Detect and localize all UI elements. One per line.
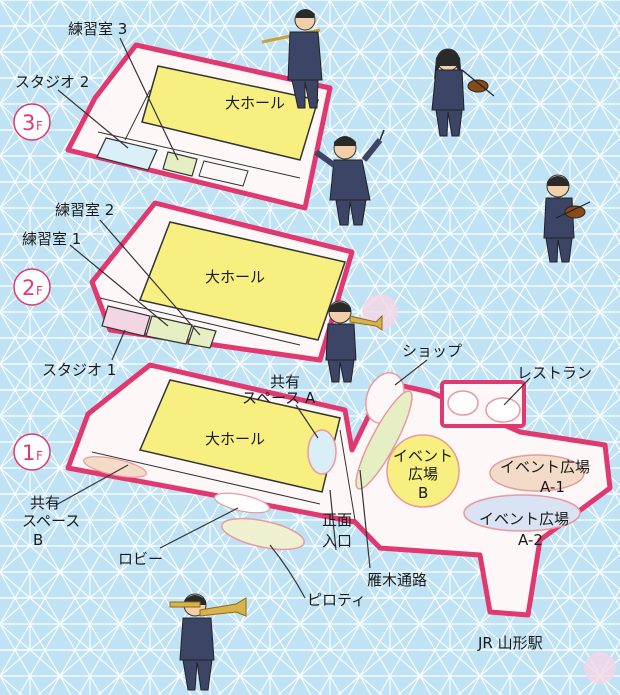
studio-1-label: スタジオ 1 xyxy=(42,361,116,379)
shared-space-b-label-1: 共有 xyxy=(30,494,60,512)
event-plaza-a2-label-1: イベント広場 xyxy=(479,510,569,528)
floor-1f-badge xyxy=(13,433,51,471)
floor-3f-number: 3 xyxy=(22,111,35,135)
floor-1f-number: 1 xyxy=(22,441,35,465)
studio-1-room[interactable] xyxy=(101,305,151,337)
hall-1f[interactable] xyxy=(138,379,341,493)
event-plaza-a1-area[interactable] xyxy=(489,454,585,492)
main-entrance-label-2: 入口 xyxy=(322,532,352,550)
piloti-label: ピロティ xyxy=(307,591,366,609)
musician-violinist-2 xyxy=(543,174,591,263)
floor-3f-suffix: F xyxy=(36,119,43,133)
shared-space-a-label-2: スペース A xyxy=(242,389,316,407)
musician-trombonist xyxy=(169,593,247,691)
gangi-passage-area[interactable] xyxy=(348,386,421,494)
lobby-label: ロビー xyxy=(118,550,163,568)
event-plaza-b-area[interactable] xyxy=(386,434,460,508)
floor-1f: 大ホール 1 F xyxy=(13,362,613,618)
hall-1f-label: 大ホール xyxy=(205,430,265,448)
leader-lines xyxy=(55,37,531,599)
practice-room-1-room[interactable] xyxy=(145,315,193,345)
musician-flutist xyxy=(261,9,323,109)
restaurant-label: レストラン xyxy=(517,364,592,382)
trombone-icon xyxy=(199,597,247,617)
practice-room-2-label: 練習室 2 xyxy=(55,201,114,219)
lobby-area[interactable] xyxy=(213,489,271,516)
event-plaza-a1-label-2: A-1 xyxy=(540,478,565,496)
event-plaza-a1-label-1: イベント広場 xyxy=(500,458,590,476)
floor-3f: 大ホール 3 F xyxy=(13,42,333,211)
shared-space-a-area[interactable] xyxy=(307,429,337,475)
floor-2f-badge xyxy=(13,268,51,306)
practice-room-2-room[interactable] xyxy=(187,325,217,349)
musician-conductor xyxy=(314,129,385,226)
floor-2f-suffix: F xyxy=(36,284,43,298)
practice-room-3-label: 練習室 3 xyxy=(68,20,127,38)
shared-space-b-label-3: B xyxy=(33,531,43,549)
main-entrance-label-1: 正面 xyxy=(322,511,352,529)
studio-2-label: スタジオ 2 xyxy=(15,73,89,91)
event-plaza-b-label-2: 広場 xyxy=(408,465,438,483)
floor-1f-suffix: F xyxy=(36,449,43,463)
violin-icon xyxy=(467,79,489,93)
floor-2f-number: 2 xyxy=(22,276,35,300)
shared-space-b-label-2: スペース xyxy=(22,512,80,530)
hall-2f[interactable] xyxy=(138,221,346,341)
hall-2f-label: 大ホール xyxy=(205,268,265,286)
floor-2f: 大ホール 2 F xyxy=(13,200,355,363)
practice-room-3-room[interactable] xyxy=(162,151,198,177)
event-plaza-a2-area[interactable] xyxy=(463,494,581,532)
event-plaza-a2-label-2: A-2 xyxy=(518,531,543,549)
jr-station-label: JR 山形駅 xyxy=(477,634,543,652)
hall-3f[interactable] xyxy=(141,65,319,161)
event-plaza-b-label-3: B xyxy=(418,484,428,502)
musician-violinist-1 xyxy=(431,48,495,137)
piloti-area[interactable] xyxy=(219,513,307,556)
baton-icon xyxy=(379,129,385,141)
shop-label: ショップ xyxy=(402,342,462,360)
gangi-passage-label: 雁木通路 xyxy=(367,571,427,589)
shared-space-a-label-1: 共有 xyxy=(270,373,300,391)
floor-3f-badge xyxy=(13,103,51,141)
trumpet-icon xyxy=(349,314,383,331)
practice-room-1-label: 練習室 1 xyxy=(22,230,81,248)
musician-trumpeter xyxy=(325,300,383,383)
event-plaza-b-label-1: イベント xyxy=(393,447,453,465)
studio-2-room[interactable] xyxy=(96,137,158,171)
hall-3f-label: 大ホール xyxy=(225,94,285,112)
violin-icon xyxy=(564,205,586,219)
